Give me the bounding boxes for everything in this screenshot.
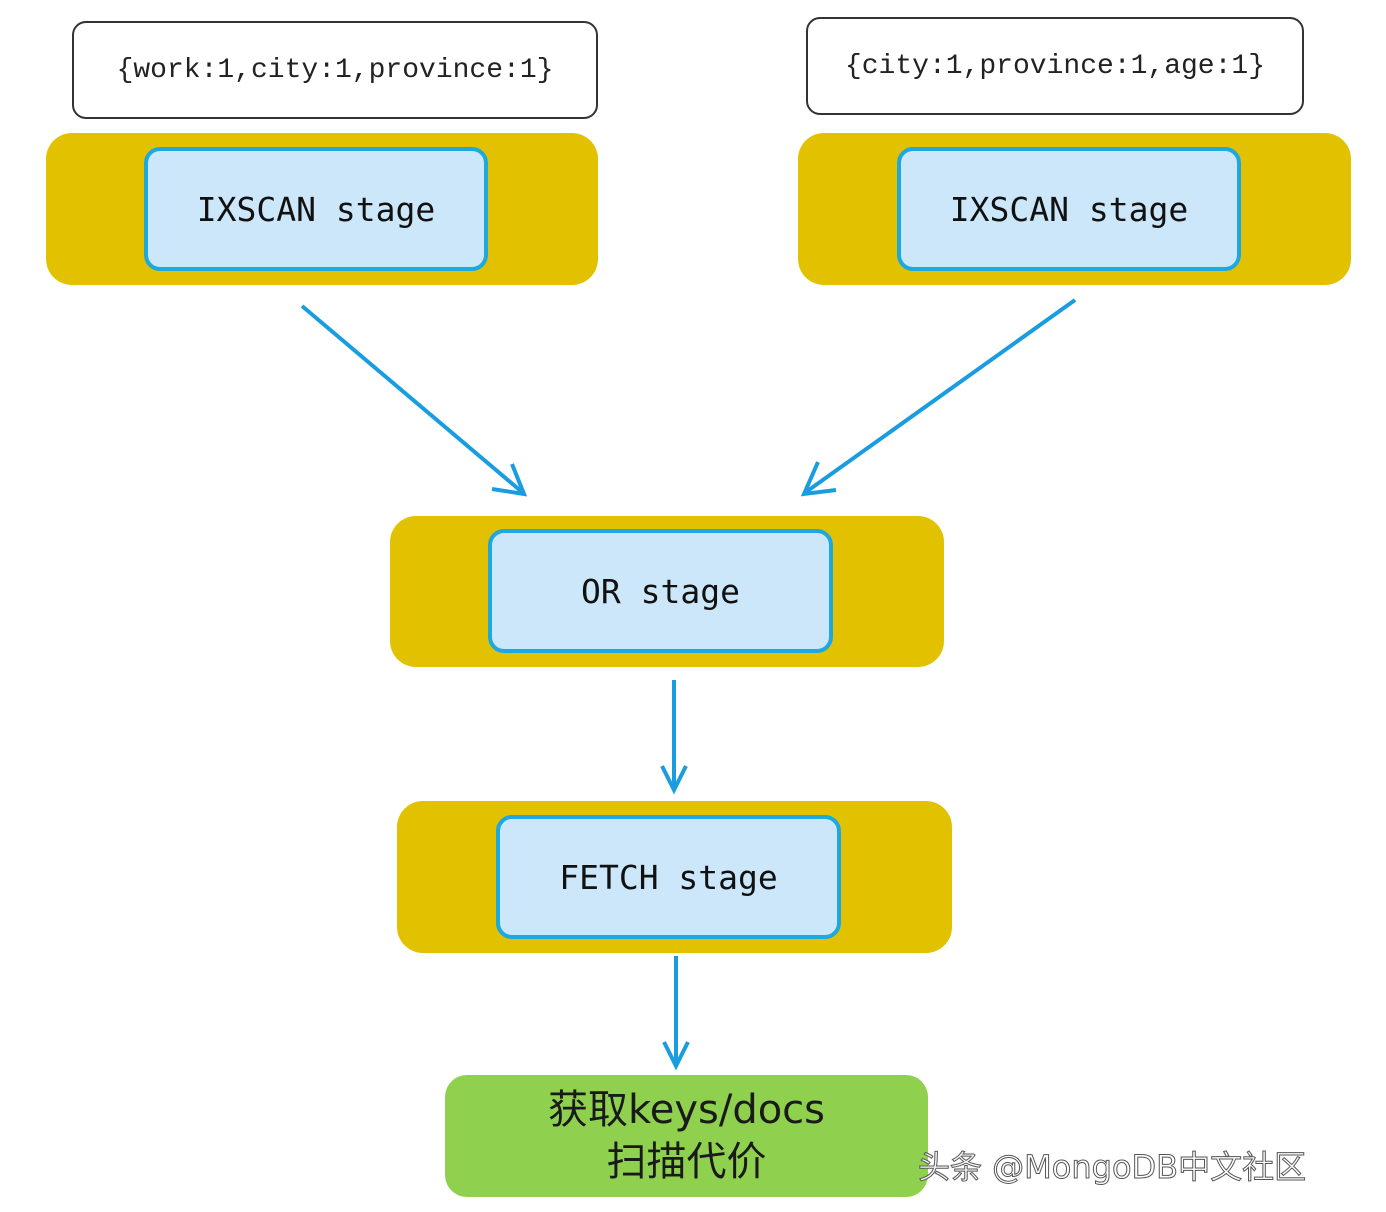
watermark: 头条 @MongoDB中文社区 bbox=[917, 1148, 1307, 1187]
index-spec-left: {work:1,city:1,province:1} bbox=[72, 21, 598, 119]
arrow-fetch-to-result bbox=[662, 956, 690, 1071]
ixscan-stage-right: IXSCAN stage bbox=[897, 147, 1241, 271]
arrow-ixscan-right-to-or bbox=[800, 298, 1077, 497]
arrow-ixscan-left-to-or bbox=[300, 304, 528, 497]
result-box: 获取keys/docs 扫描代价 bbox=[445, 1075, 928, 1197]
result-line-1: 获取keys/docs bbox=[547, 1087, 826, 1133]
or-stage: OR stage bbox=[488, 529, 833, 653]
result-line-2: 扫描代价 bbox=[606, 1139, 767, 1185]
index-spec-right: {city:1,province:1,age:1} bbox=[806, 17, 1304, 115]
arrow-or-to-fetch bbox=[660, 680, 688, 795]
ixscan-stage-left: IXSCAN stage bbox=[144, 147, 488, 271]
fetch-stage: FETCH stage bbox=[496, 815, 841, 939]
